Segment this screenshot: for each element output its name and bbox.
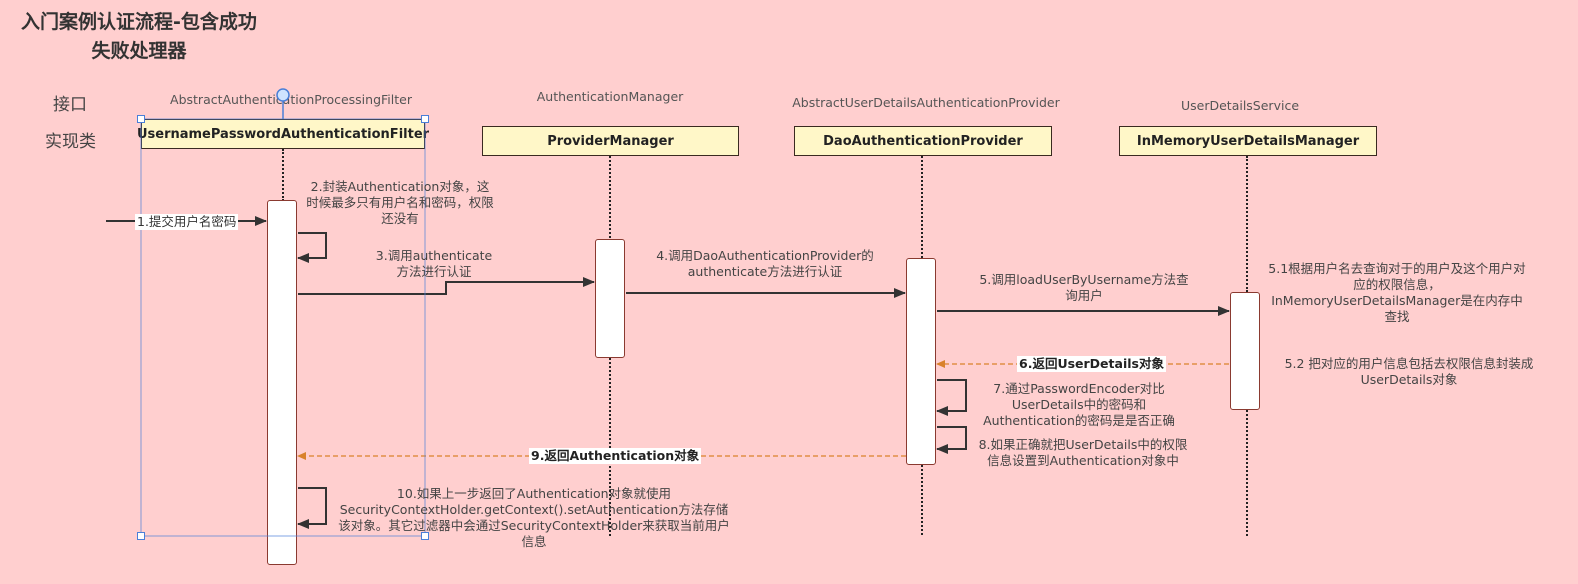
arrow-2-self-wrap [297, 232, 327, 263]
message-10-label: 10.如果上一步返回了Authentication对象就使用SecurityCo… [338, 486, 730, 549]
resize-handle-bottom-left[interactable] [137, 532, 145, 540]
message-3-label: 3.调用authenticate方法进行认证 [375, 248, 493, 279]
lifeline-provider-manager-bottom [609, 358, 611, 536]
message-4-label: 4.调用DaoAuthenticationProvider的authentica… [656, 248, 874, 279]
resize-handle-top-right[interactable] [421, 115, 429, 123]
interface-row-label: 接口 [53, 95, 87, 115]
lifeline-dao-provider-top [921, 156, 923, 258]
lifeline-user-details-top [1246, 156, 1248, 292]
arrow-8-self-set-authorities [936, 426, 967, 454]
message-8-label: 8.如果正确就把UserDetails中的权限信息设置到Authenticati… [978, 437, 1188, 468]
arrow-7-self-password-check [936, 379, 967, 416]
participant-1-interface: AbstractAuthenticationProcessingFilter [170, 92, 412, 107]
lifeline-dao-provider-bottom [921, 465, 923, 535]
lifeline-provider-manager-top [609, 156, 611, 238]
diagram-title: 入门案例认证流程-包含成功失败处理器 [21, 11, 257, 62]
participant-box-inmemory-user-details-manager[interactable]: InMemoryUserDetailsManager [1119, 126, 1377, 156]
implementation-row-label: 实现类 [45, 132, 96, 152]
message-1-label: 1.提交用户名密码 [135, 214, 239, 230]
lifeline-filter [282, 149, 284, 201]
activation-user-details[interactable] [1230, 292, 1260, 410]
message-5-2-note: 5.2 把对应的用户信息包括去权限信息封装成UserDetails对象 [1284, 356, 1534, 387]
arrow-3-authenticate [298, 277, 595, 295]
activation-filter[interactable] [267, 200, 297, 565]
message-2-label: 2.封装Authentication对象，这时候最多只有用户名和密码，权限还没有 [306, 179, 494, 226]
message-6-label: 6.返回UserDetails对象 [1017, 356, 1166, 372]
participant-3-interface: AbstractUserDetailsAuthenticationProvide… [792, 95, 1060, 110]
activation-provider-manager[interactable] [595, 239, 625, 358]
message-5-label: 5.调用loadUserByUsername方法查询用户 [979, 272, 1189, 303]
participant-box-provider-manager[interactable]: ProviderManager [482, 126, 739, 156]
participant-4-interface: UserDetailsService [1180, 98, 1300, 113]
arrow-10-self-store-context [297, 487, 327, 529]
participant-box-dao-authentication-provider[interactable]: DaoAuthenticationProvider [794, 126, 1052, 156]
resize-handle-bottom-right[interactable] [421, 532, 429, 540]
message-5-1-note: 5.1根据用户名去查询对于的用户及这个用户对应的权限信息，InMemoryUse… [1268, 261, 1526, 324]
lifeline-user-details-bottom [1246, 410, 1248, 536]
message-9-label: 9.返回Authentication对象 [529, 448, 702, 464]
message-7-label: 7.通过PasswordEncoder对比UserDetails中的密码和Aut… [983, 381, 1175, 428]
resize-handle-top-left[interactable] [137, 115, 145, 123]
rotation-handle [276, 88, 290, 102]
activation-dao-provider[interactable] [906, 258, 936, 465]
participant-2-interface: AuthenticationManager [536, 89, 684, 104]
